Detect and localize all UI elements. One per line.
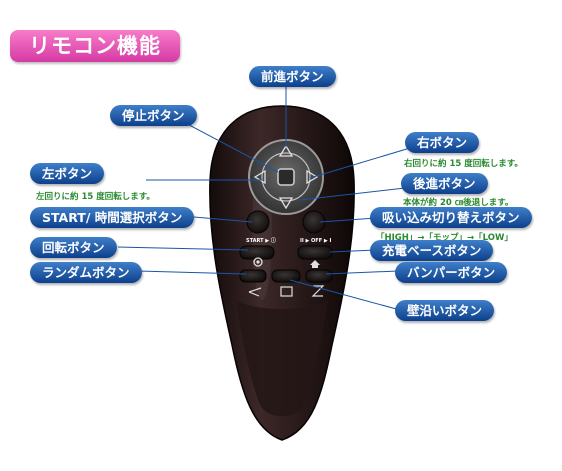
- backward-button-note: 本体が約 20 ㎝後退します。: [403, 198, 514, 208]
- rotate-button-label: 回転ボタン: [30, 237, 117, 258]
- start-text: START ▶ ⓘ: [246, 237, 276, 244]
- backward-arrow-icon: [278, 197, 294, 210]
- bumper-icon: [280, 286, 293, 297]
- random-button: [239, 269, 267, 283]
- off-text: II ▶ OFF ▶ I: [300, 238, 331, 244]
- right-arrow-icon: [306, 169, 319, 185]
- right-button-note: 右回りに約 15 度回転します。: [404, 159, 523, 169]
- wall-button-label: 壁沿いボタン: [395, 300, 495, 321]
- backward-button-label: 後進ボタン: [401, 173, 488, 194]
- bumper-button: [271, 269, 301, 283]
- charge-button-label: 充電ベースボタン: [370, 240, 494, 261]
- stop-button-label: 停止ボタン: [110, 105, 197, 126]
- charge-button: [297, 245, 333, 260]
- wall-button: [305, 269, 333, 283]
- dpad-inner: [261, 152, 311, 202]
- suction-button-note: 「HIGH」→「モップ」→「LOW」: [376, 233, 513, 243]
- right-button-label: 右ボタン: [405, 132, 480, 153]
- forward-arrow-icon: [278, 144, 294, 157]
- forward-button-label: 前進ボタン: [249, 66, 336, 87]
- left-button-label: 左ボタン: [30, 163, 105, 184]
- remote-lower-panel: [236, 300, 328, 417]
- left-button-note: 左回りに約 15 度回転します。: [36, 192, 155, 202]
- suction-button-label: 吸い込み切り替えボタン: [370, 207, 532, 228]
- wall-icon: [311, 285, 325, 297]
- stop-button: [277, 168, 295, 186]
- random-button-label: ランダムボタン: [30, 262, 142, 283]
- rotate-button: [239, 245, 275, 260]
- bumper-button-label: バンパーボタン: [395, 262, 508, 283]
- page-title: リモコン機能: [10, 30, 180, 62]
- start-time-button-label: START/ 時間選択ボタン: [30, 207, 195, 228]
- home-icon: [310, 260, 320, 268]
- rotate-icon: [253, 257, 263, 267]
- random-icon: [248, 287, 262, 297]
- leader-lines: [117, 82, 421, 311]
